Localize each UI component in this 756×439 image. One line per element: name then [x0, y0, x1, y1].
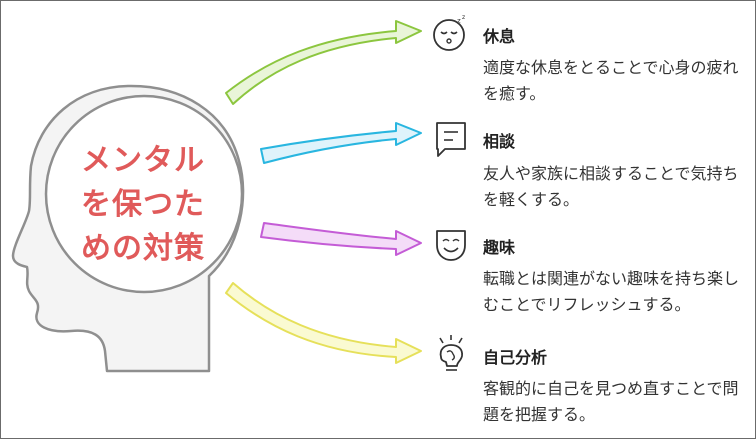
item-rest-title: 休息 — [483, 27, 516, 46]
arrow-self-analysis — [225, 282, 422, 364]
item-self-analysis-title: 自己分析 — [483, 348, 548, 367]
central-title-line-1: メンタル — [81, 143, 205, 178]
svg-text:z: z — [462, 14, 465, 21]
item-rest-description: 適度な休息をとることで心身の疲れを癒す。 — [483, 58, 739, 103]
sleeping-face-icon: z z — [433, 14, 465, 51]
central-title-line-3: めの対策 — [81, 231, 205, 266]
svg-text:z: z — [457, 17, 461, 25]
item-hobby-description: 転職とは関連がない趣味を持ち楽しむことでリフレッシュする。 — [483, 269, 740, 314]
item-consult-description: 友人や家族に相談することで気持ちを軽くする。 — [483, 164, 739, 209]
central-title: メンタル を保つた めの対策 — [63, 139, 223, 271]
arrow-hobby — [260, 222, 422, 256]
brain-gear-icon — [439, 335, 464, 371]
item-self-analysis-description: 客観的に自己を見つめ直すことで問題を把握する。 — [483, 379, 739, 424]
arrow-rest — [225, 20, 422, 105]
smiling-mask-icon — [436, 230, 466, 261]
central-circle — [44, 94, 244, 294]
item-consult-title: 相談 — [483, 132, 516, 151]
chat-note-icon — [436, 122, 466, 157]
arrow-consult — [260, 122, 422, 164]
item-hobby-title: 趣味 — [483, 238, 516, 257]
central-title-line-2: を保つた — [81, 187, 205, 222]
